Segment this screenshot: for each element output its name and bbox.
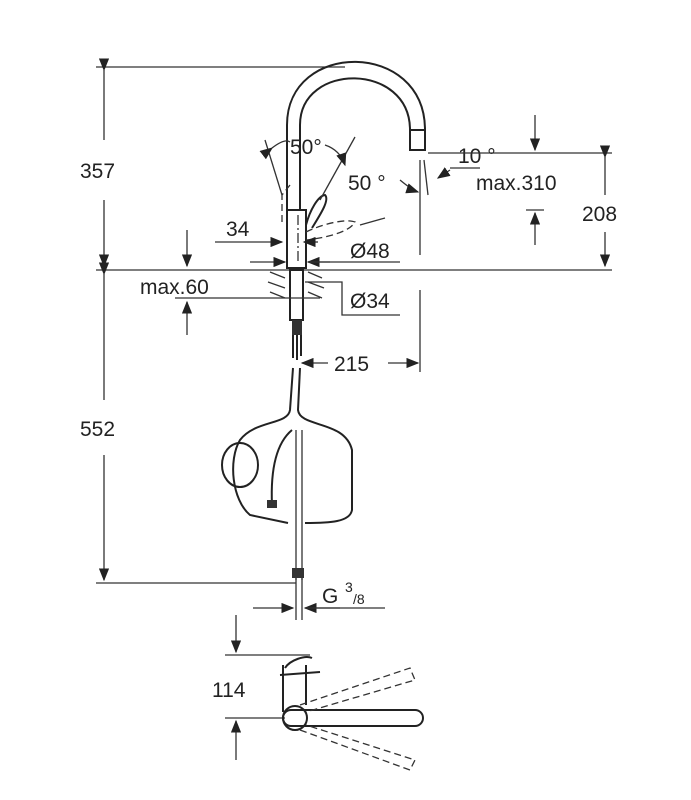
connection-numerator-label: 3 <box>345 579 353 595</box>
base-dimensions: 34 Ø48 max.60 Ø34 <box>140 218 400 335</box>
spout-height-label: 208 <box>582 203 617 226</box>
pull-out-hose <box>221 367 353 620</box>
max-reach-label: max.310 <box>476 172 557 195</box>
angle-dimensions: 50° 50 ° 10 ° max.310 <box>259 136 557 226</box>
connection-denominator-label: /8 <box>353 591 365 607</box>
lever-top-view: 114 <box>212 615 424 771</box>
lever-angle-right-label: 50 ° <box>348 172 386 195</box>
spout-height-dimension: 208 <box>428 115 617 268</box>
lever-clearance-label: 114 <box>212 679 246 702</box>
spout-reach-label: 215 <box>334 353 369 376</box>
height-dimension: 357 552 <box>80 58 115 582</box>
total-height-label: 357 <box>80 160 115 183</box>
spout-angle-label: 10 ° <box>458 145 496 168</box>
faucet-spout <box>286 60 426 210</box>
reference-lines <box>96 66 612 584</box>
reach-dimension: 215 <box>300 353 420 376</box>
max-counter-thickness-label: max.60 <box>140 276 209 299</box>
connection-prefix-label: G <box>322 585 338 608</box>
faucet-body <box>267 184 356 360</box>
body-width-label: 34 <box>226 218 250 241</box>
hole-diameter-label: Ø34 <box>350 290 390 313</box>
hose-length-label: 552 <box>80 418 115 441</box>
lever-angle-left-label: 50° <box>290 136 322 159</box>
connection-dimension: G 3 /8 <box>253 579 385 614</box>
base-diameter-label: Ø48 <box>350 240 390 263</box>
